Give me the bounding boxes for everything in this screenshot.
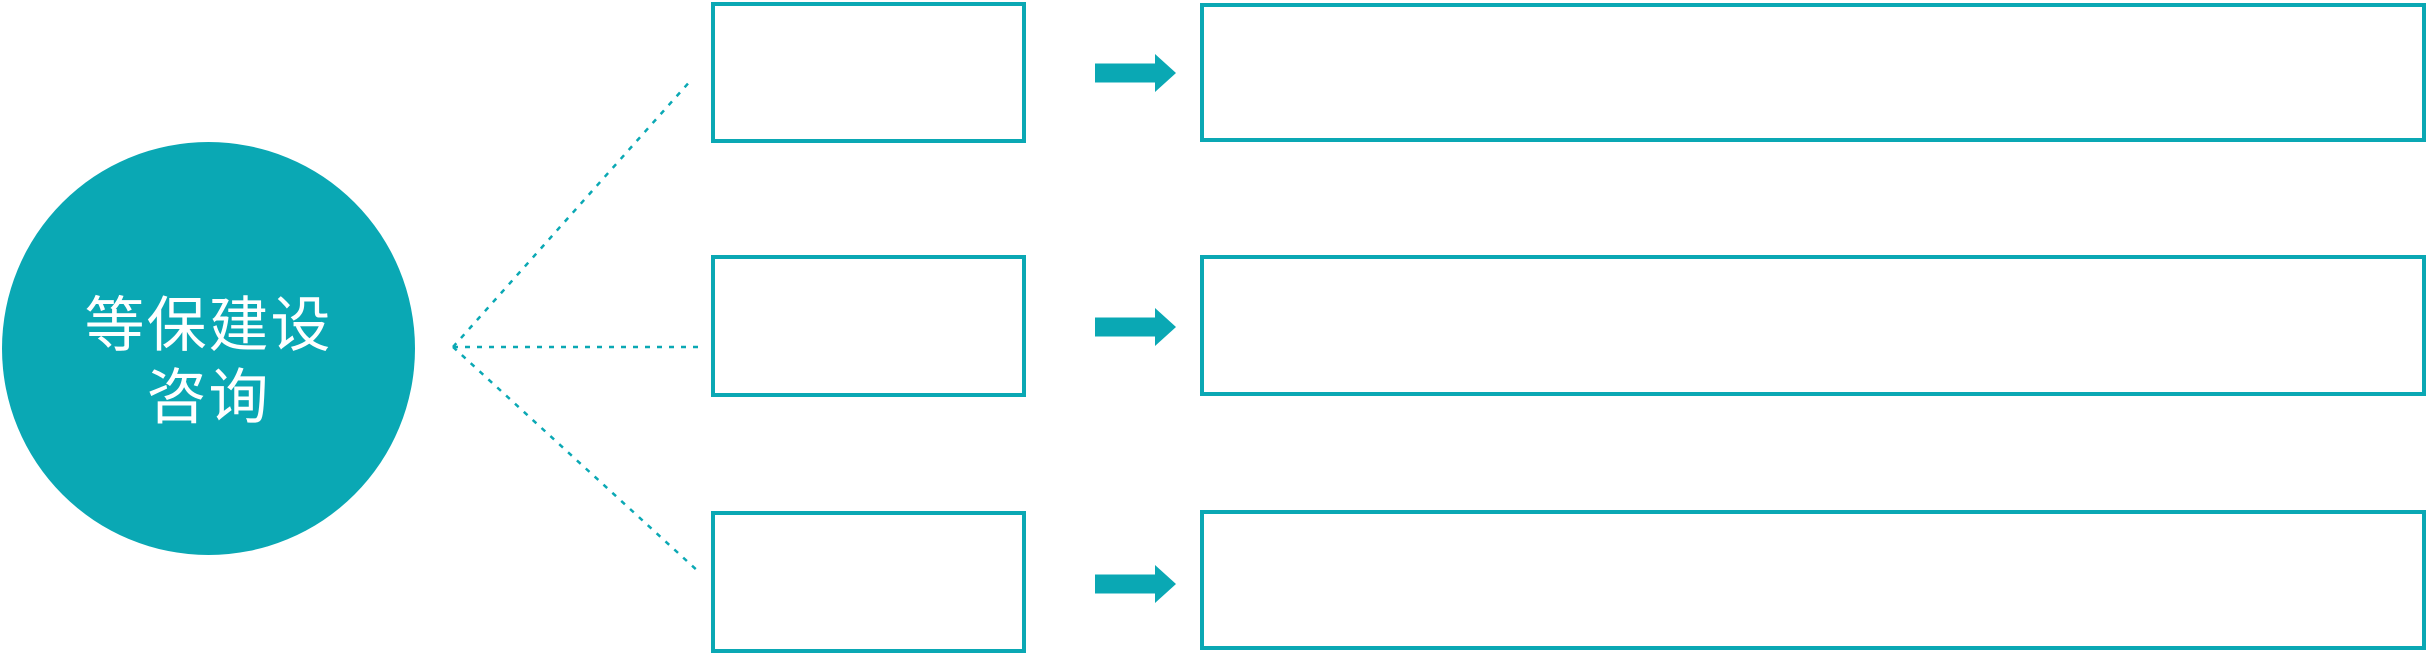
branch-2-box (711, 255, 1026, 397)
right-arrow-icon (1095, 308, 1176, 346)
hub-label-line2: 咨询 (146, 363, 271, 431)
hub-label-line1: 等保建设 (84, 291, 333, 359)
branch-2-detail-box (1200, 255, 2426, 396)
right-arrow-icon (1095, 54, 1176, 92)
branch-3-detail-box (1200, 510, 2426, 650)
branch-1-detail-box (1200, 3, 2426, 142)
right-arrow-icon (1095, 565, 1176, 603)
connector-line-top (452, 78, 693, 348)
branch-3-box (711, 511, 1026, 653)
branch-1-box (711, 2, 1026, 143)
hub-circle: 等保建设 咨询 (2, 142, 415, 555)
connector-line-bottom (452, 346, 701, 574)
